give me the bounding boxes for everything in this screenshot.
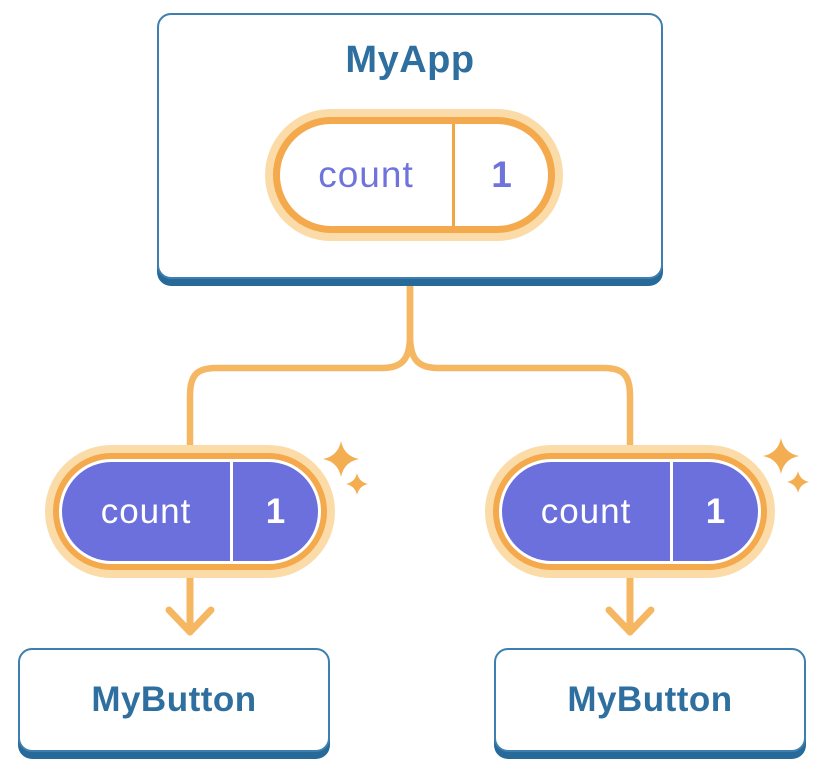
sparkles-right-icon xyxy=(763,438,809,493)
state-name: count xyxy=(540,491,632,531)
state-name: count xyxy=(318,154,414,195)
myapp-card: MyApp count 1 xyxy=(157,13,663,279)
mybutton-card-right: MyButton xyxy=(494,648,806,752)
state-value: 1 xyxy=(265,491,286,531)
sparkles-left-icon xyxy=(323,441,368,495)
pill-divider xyxy=(452,124,455,226)
state-name: count xyxy=(100,491,192,531)
connector-branch-right xyxy=(406,284,634,452)
state-value: 1 xyxy=(491,154,512,195)
state-pill-root: count 1 xyxy=(273,117,555,233)
state-pill-right: count 1 xyxy=(493,453,767,570)
down-arrow-left-icon xyxy=(165,574,215,636)
state-value: 1 xyxy=(705,491,726,531)
connector-branch-left xyxy=(186,284,414,452)
state-pill-right-body: count 1 xyxy=(502,462,758,561)
state-pill-left-body: count 1 xyxy=(62,462,318,561)
mybutton-title: MyButton xyxy=(91,680,257,719)
mybutton-title: MyButton xyxy=(567,680,733,719)
down-arrow-right-icon xyxy=(605,574,655,636)
mybutton-card-left: MyButton xyxy=(18,648,330,752)
state-pill-left: count 1 xyxy=(53,453,327,570)
pill-divider xyxy=(230,462,233,561)
pill-divider xyxy=(670,462,673,561)
myapp-title: MyApp xyxy=(345,39,475,81)
